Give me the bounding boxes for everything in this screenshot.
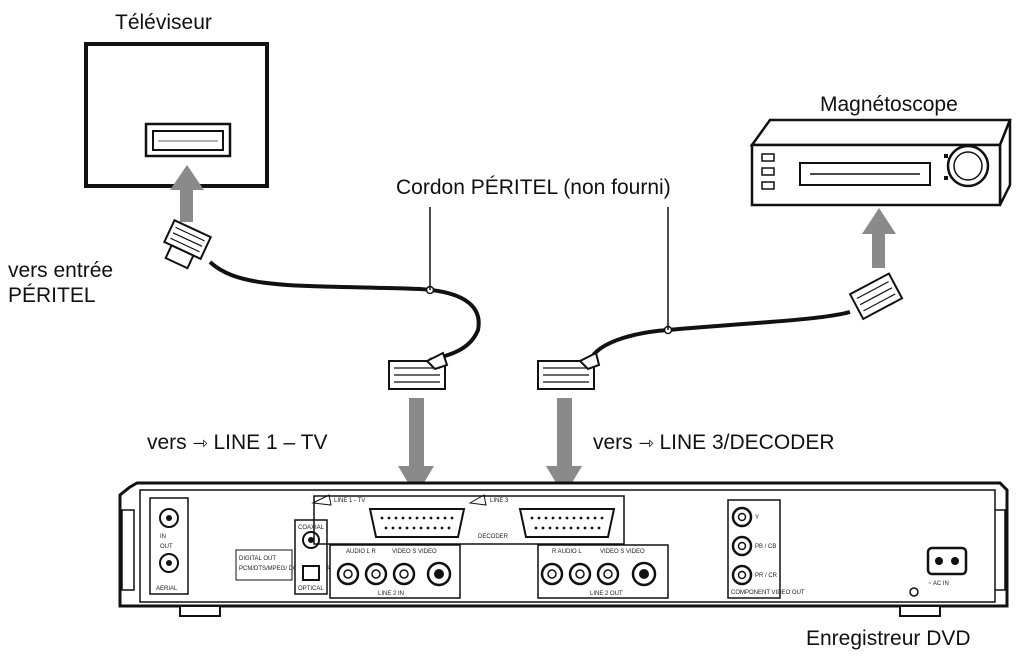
label-cable: Cordon PÉRITEL (non fourni) [396, 176, 671, 199]
label-to-line3-suffix: LINE 3/DECODER [659, 431, 835, 454]
panel-label-line2-in: LINE 2 IN [378, 591, 404, 597]
television [84, 42, 269, 188]
label-tv: Téléviseur [115, 11, 212, 34]
label-to-line1-suffix: LINE 1 – TV [213, 431, 328, 454]
panel-label-ac-in: ~ AC IN [928, 581, 949, 587]
panel-label-y: Y [755, 515, 759, 521]
scart-plug-line3 [537, 351, 601, 390]
panel-label-pb-cb: PB / CB [755, 544, 776, 550]
panel-label-line1-tv: LINE 1 - TV [334, 498, 365, 504]
scart-plug-vcr [848, 272, 904, 321]
panel-label-audio-lr: AUDIO L R [346, 549, 376, 555]
arrow-to-tv [170, 165, 204, 222]
panel-label-optical: OPTICAL [298, 586, 324, 592]
dvd-recorder: IN OUT AERIAL DIGITAL OUT PCM/DTS/MPEG/ … [118, 481, 1009, 617]
scart-socket-line3 [518, 508, 616, 538]
arrow-to-line3 [546, 398, 582, 496]
panel-label-coaxial: COAXIAL [298, 525, 325, 531]
panel-label-in: IN [160, 534, 166, 540]
scart-arrow-icon: ⇾ [638, 433, 654, 454]
label-to-line3: vers ⇾ LINE 3/DECODER [593, 430, 835, 455]
panel-label-audio-lr-2: R AUDIO L [552, 549, 582, 555]
panel-label-digital-out: DIGITAL OUT [239, 556, 276, 562]
panel-label-out: OUT [160, 544, 173, 550]
scart-arrow-icon: ⇾ [192, 433, 208, 454]
label-scart-input-line2: PÉRITEL [8, 284, 96, 307]
label-to-line1-prefix: vers [147, 431, 187, 454]
panel-label-component: COMPONENT VIDEO OUT [731, 590, 805, 596]
vcr [749, 118, 1012, 207]
scart-socket-line1 [368, 508, 466, 538]
panel-label-pr-cr: PR / CR [755, 573, 778, 579]
panel-label-video-svideo-2: VIDEO S VIDEO [600, 549, 645, 555]
label-vcr: Magnétoscope [820, 93, 958, 116]
panel-label-line2-out: LINE 2 OUT [590, 591, 623, 597]
panel-label-aerial: AERIAL [156, 586, 178, 592]
panel-label-video-svideo-1: VIDEO S VIDEO [392, 549, 437, 555]
scart-cable-1 [163, 218, 481, 390]
panel-label-pcm-dts: PCM/DTS/MPEG/ DOLBY DIGITAL [239, 566, 334, 572]
label-to-line1: vers ⇾ LINE 1 – TV [147, 430, 327, 455]
arrow-to-vcr [862, 208, 896, 268]
panel-label-line3: LINE 3 [490, 498, 509, 504]
panel-label-decoder: DECODER [478, 534, 509, 540]
label-scart-input-line1: vers entrée [8, 259, 114, 282]
scart-plug-tv [163, 218, 213, 270]
label-recorder: Enregistreur DVD [806, 627, 971, 650]
label-to-line3-prefix: vers [593, 431, 633, 454]
scart-plug-line1 [388, 351, 449, 390]
scart-cable-2 [537, 272, 904, 390]
arrow-to-line1 [398, 398, 434, 496]
